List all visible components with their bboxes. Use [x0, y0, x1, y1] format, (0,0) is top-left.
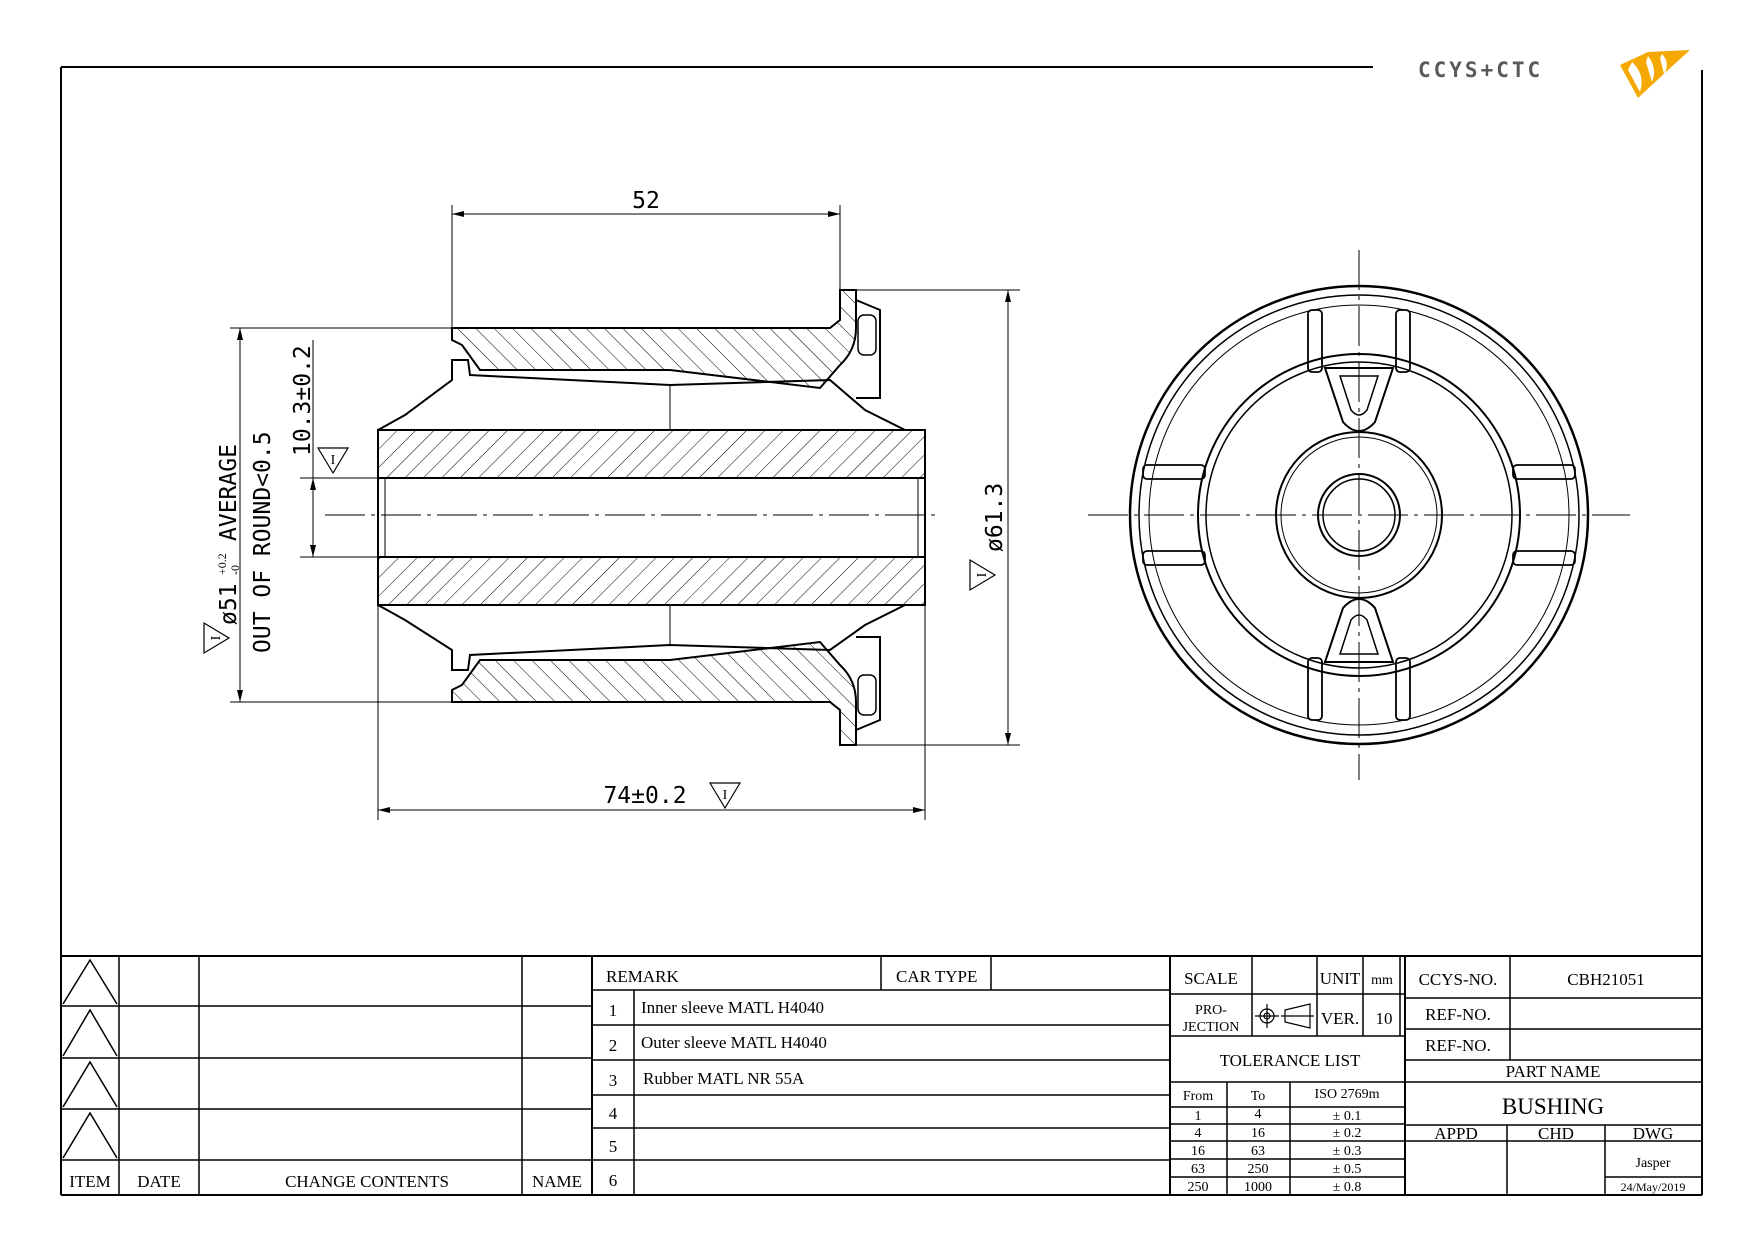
tolerance-title: TOLERANCE LIST: [1220, 1051, 1361, 1070]
ref-no-label-1: REF-NO.: [1425, 1005, 1491, 1024]
scale-label: SCALE: [1184, 969, 1238, 988]
rev-header-date: DATE: [137, 1172, 180, 1191]
dim-outer-sleeve-label: ø51: [216, 583, 242, 625]
appd-label: APPD: [1434, 1124, 1477, 1143]
info-block: [1170, 956, 1406, 1195]
dim-outer-sleeve-suffix: AVERAGE: [216, 444, 242, 541]
car-type-label: CAR TYPE: [896, 967, 977, 986]
tolerance-row-1-to: 4: [1255, 1107, 1262, 1122]
inner-sleeve-upper-section: [377, 429, 926, 479]
dimension-outer-flange: ø61.3 I: [856, 289, 1020, 746]
remark-row-1-no: 1: [609, 1001, 618, 1020]
rubber-profile-lower: [377, 604, 906, 671]
tolerance-row-3-from: 16: [1191, 1144, 1205, 1159]
remark-table: [592, 956, 1171, 1195]
part-name-label: PART NAME: [1506, 1062, 1601, 1081]
svg-text:I: I: [975, 572, 990, 577]
tolerance-header-iso: ISO 2769m: [1315, 1087, 1380, 1102]
tolerance-row-2-value: ± 0.2: [1333, 1126, 1362, 1141]
tolerance-row-4-to: 250: [1248, 1162, 1269, 1177]
dimension-outer-sleeve: ø51 +0.2 -0 AVERAGE OUT OF ROUND<0.5 I: [203, 327, 452, 703]
chd-label: CHD: [1538, 1124, 1574, 1143]
tolerance-header-from: From: [1183, 1089, 1213, 1104]
tolerance-row-5-value: ± 0.8: [1333, 1180, 1362, 1195]
remark-label: REMARK: [606, 967, 679, 986]
ccys-no-value: CBH21051: [1567, 970, 1644, 989]
tolerance-row-5-to: 1000: [1244, 1180, 1272, 1195]
title-block: [1405, 956, 1702, 1195]
inner-sleeve-lower-section: [377, 556, 926, 606]
remark-row-1-text: Inner sleeve MATL H4040: [641, 998, 824, 1017]
remark-row-3-no: 3: [609, 1071, 618, 1090]
ver-label: VER.: [1321, 1009, 1359, 1028]
svg-text:I: I: [209, 635, 224, 640]
unit-label: UNIT: [1320, 969, 1361, 988]
remark-row-2-text: Outer sleeve MATL H4040: [641, 1033, 827, 1052]
inspection-mark-icon: I: [203, 621, 231, 655]
outer-sleeve-upper-section: [451, 289, 857, 390]
rubber-profile-upper: [377, 359, 906, 431]
dim-outer-sleeve-tol-lower: -0: [228, 565, 242, 575]
dwg-label: DWG: [1633, 1124, 1674, 1143]
revision-table: [61, 956, 593, 1195]
remark-row-2-no: 2: [609, 1036, 618, 1055]
rev-header-item: ITEM: [69, 1172, 111, 1191]
rev-header-name: NAME: [532, 1172, 582, 1191]
rev-header-change-contents: CHANGE CONTENTS: [285, 1172, 449, 1191]
ver-value: 10: [1376, 1009, 1393, 1028]
inspection-mark-icon: I: [316, 447, 350, 475]
remark-row-4-no: 4: [609, 1104, 618, 1123]
tolerance-row-4-value: ± 0.5: [1333, 1162, 1362, 1177]
dimension-74: 74±0.2 I: [377, 605, 926, 820]
dimension-bore: 10.3±0.2 I: [290, 340, 378, 558]
tolerance-header-to: To: [1251, 1089, 1266, 1104]
dim-outer-sleeve-tol-upper: +0.2: [215, 553, 229, 575]
ccys-no-label: CCYS-NO.: [1419, 970, 1498, 989]
roundness-note: OUT OF ROUND<0.5: [250, 431, 276, 653]
projection-label-1: PRO-: [1195, 1003, 1227, 1018]
svg-text:I: I: [723, 788, 728, 803]
third-angle-projection-icon: [1255, 1003, 1314, 1029]
remark-row-6-no: 6: [609, 1171, 618, 1190]
tolerance-row-1-from: 1: [1195, 1109, 1202, 1124]
tolerance-row-4-from: 63: [1191, 1162, 1205, 1177]
drawing-date: 24/May/2019: [1621, 1180, 1686, 1194]
front-end-view: [1088, 250, 1630, 780]
company-logo: CCYS+CTC: [1418, 50, 1690, 98]
dim-length-top-label: 52: [632, 188, 660, 214]
tolerance-row-3-value: ± 0.3: [1333, 1144, 1362, 1159]
drawing-frame: [60, 66, 1703, 1196]
flame-logo-icon: [1620, 50, 1690, 98]
outer-sleeve-lower-section: [451, 640, 857, 746]
tolerance-row-1-value: ± 0.1: [1333, 1109, 1362, 1124]
projection-label-2: JECTION: [1183, 1020, 1240, 1035]
inspection-mark-icon: I: [969, 558, 997, 592]
unit-value: mm: [1371, 973, 1393, 988]
side-section-view: 52 74±0.2 I 10.3±0.2 I: [203, 188, 1020, 820]
dwg-value: Jasper: [1636, 1156, 1671, 1171]
dim-length-overall-label: 74±0.2: [603, 783, 686, 809]
remark-row-5-no: 5: [609, 1137, 618, 1156]
inspection-mark-icon: I: [708, 782, 742, 810]
remark-row-3-text: Rubber MATL NR 55A: [643, 1069, 805, 1088]
part-name-value: BUSHING: [1502, 1094, 1604, 1119]
dim-inner-bore-label: 10.3±0.2: [290, 345, 316, 456]
svg-text:I: I: [331, 453, 336, 468]
logo-text: CCYS+CTC: [1418, 58, 1543, 82]
tolerance-row-2-from: 4: [1195, 1126, 1202, 1141]
tolerance-row-5-from: 250: [1188, 1180, 1209, 1195]
dimension-52: 52: [451, 188, 841, 330]
tolerance-row-2-to: 16: [1251, 1126, 1265, 1141]
tolerance-row-3-to: 63: [1251, 1144, 1265, 1159]
dim-outer-flange-label: ø61.3: [982, 483, 1008, 552]
ref-no-label-2: REF-NO.: [1425, 1036, 1491, 1055]
